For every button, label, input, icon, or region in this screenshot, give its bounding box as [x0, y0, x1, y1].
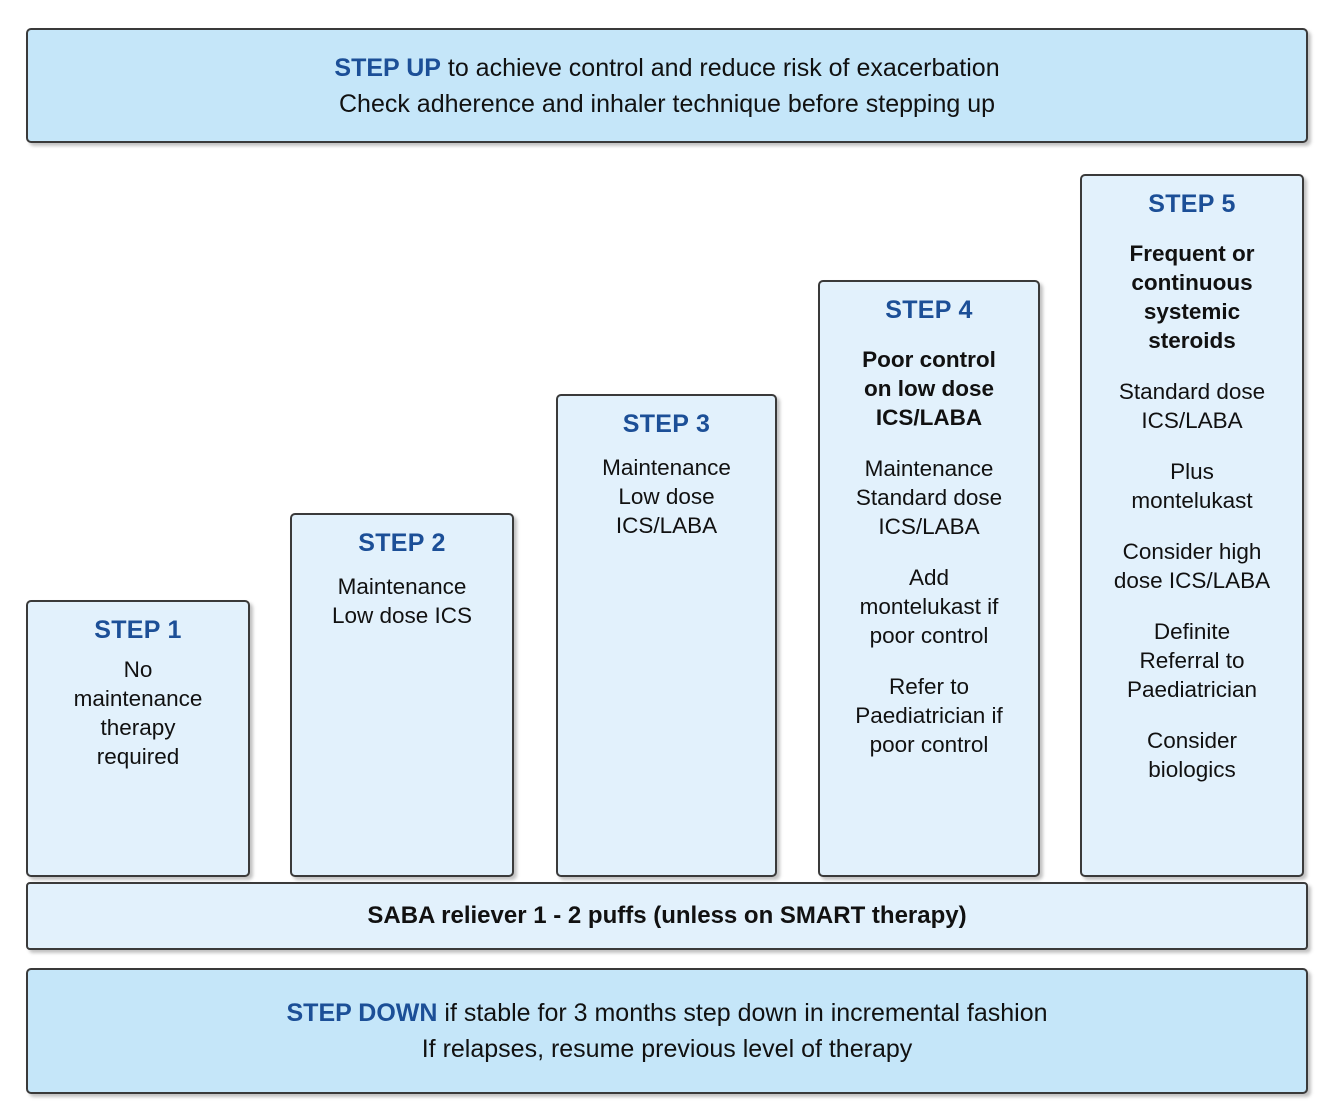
saba-reliever-bar: SABA reliever 1 - 2 puffs (unless on SMA… — [26, 882, 1308, 950]
step-up-banner: STEP UP to achieve control and reduce ri… — [26, 28, 1308, 143]
step-5-title: STEP 5 — [1148, 190, 1236, 218]
step-down-line-2: If relapses, resume previous level of th… — [421, 1035, 913, 1063]
step-up-line-2: Check adherence and inhaler technique be… — [338, 89, 996, 118]
step-up-line-1-rest: to achieve control and reduce risk of ex… — [440, 53, 1000, 82]
step-down-emphasis: STEP DOWN — [286, 999, 438, 1027]
step-up-line-1: STEP UP to achieve control and reduce ri… — [334, 50, 999, 86]
step-3-title: STEP 3 — [622, 410, 711, 438]
step-down-line-1-rest: if stable for 3 months step down in incr… — [437, 999, 1048, 1027]
step-2-title: STEP 2 — [358, 529, 446, 557]
step-down-banner: STEP DOWN if stable for 3 months step do… — [26, 968, 1308, 1094]
step-up-emphasis: STEP UP — [334, 53, 441, 82]
saba-reliever-text: SABA reliever 1 - 2 puffs (unless on SMA… — [367, 902, 967, 929]
step-4-title: STEP 4 — [885, 296, 973, 324]
step-1-title: STEP 1 — [94, 616, 182, 644]
step-down-line-1: STEP DOWN if stable for 3 months step do… — [287, 995, 1048, 1031]
